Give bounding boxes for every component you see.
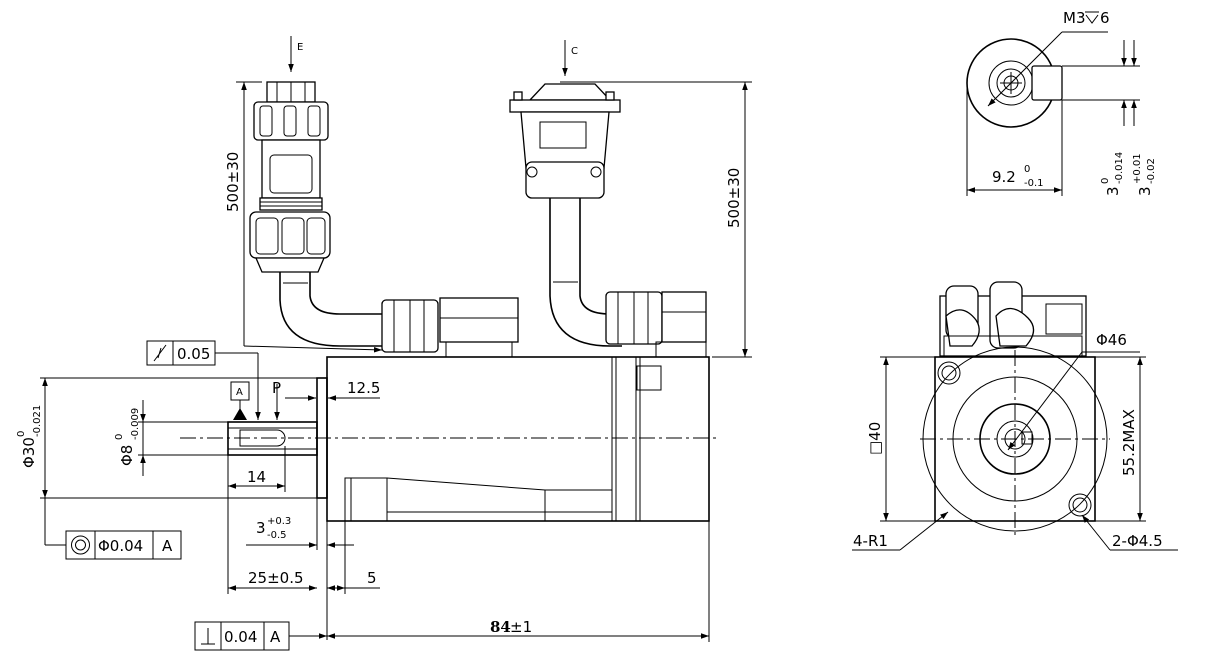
dim-12-5: 12.5: [347, 379, 380, 397]
shaft-diameter: Φ8: [118, 445, 136, 466]
key-h2-tol-up: +0.01: [1132, 153, 1143, 184]
back-connectors: [381, 291, 707, 358]
runout-value: 0.05: [177, 345, 210, 363]
key-width: 9.2: [992, 168, 1016, 186]
dim-3-tol-up: +0.3: [267, 516, 291, 527]
length-84: 84: [490, 618, 511, 636]
connector-c: [509, 83, 622, 347]
spigot-tol-lo: -0.021: [32, 405, 43, 437]
key-width-tol-up: 0: [1024, 164, 1030, 175]
shaft: [180, 421, 720, 456]
spigot-tol-up: 0: [16, 431, 27, 437]
connector-e: [249, 81, 382, 347]
diameter-46: Φ46: [1096, 331, 1127, 349]
view-c-label: C: [571, 46, 578, 57]
concentricity-value: Φ0.04: [98, 537, 143, 555]
datum-a-label: A: [236, 387, 243, 398]
max-55-2: 55.2MAX: [1120, 409, 1138, 476]
concentricity-ref: A: [162, 537, 173, 555]
thread-size: M3: [1063, 9, 1086, 27]
side-labels: E C 500±30 500±30 0.05 A P 12.5 Φ30 0 -0…: [16, 42, 743, 646]
p-label: P: [272, 379, 281, 397]
flange-front-view: [852, 281, 1178, 551]
thread-depth: 6: [1100, 9, 1110, 27]
key-width-tol-lo: -0.1: [1024, 178, 1044, 189]
perpendicularity-ref: A: [270, 628, 281, 646]
perpendicularity-value: 0.04: [224, 628, 257, 646]
key-h1-tol-up: 0: [1100, 178, 1111, 184]
square-40: □40: [866, 422, 884, 455]
shaft-tol-up: 0: [114, 434, 125, 440]
key-h2: 3: [1136, 186, 1154, 196]
dim-3-tol-lo: -0.5: [267, 530, 287, 541]
shaft-end-view: [966, 31, 1140, 196]
key-h1: 3: [1104, 186, 1122, 196]
view-e-label: E: [297, 42, 303, 53]
side-dimensions: [40, 36, 752, 651]
depth-icon: [1085, 11, 1099, 24]
dim-25: 25±0.5: [248, 569, 304, 587]
shaft-end-labels: M3 6 9.2 0 -0.1 3 0 -0.014 3 +0.01 -0.02: [992, 9, 1157, 196]
cable-length-right: 500±30: [725, 168, 743, 228]
mounting-holes: 2-Φ4.5: [1112, 532, 1163, 550]
dim-5: 5: [367, 569, 377, 587]
length-84-tol: ±1: [510, 618, 532, 636]
key-h1-tol-lo: -0.014: [1114, 152, 1125, 184]
corner-radius: 4-R1: [853, 532, 888, 550]
key-length: 14: [247, 468, 266, 486]
key-h2-tol-lo: -0.02: [1146, 158, 1157, 184]
dim-3: 3: [256, 519, 266, 537]
spigot-diameter: Φ30: [20, 437, 38, 468]
cable-length-left: 500±30: [224, 152, 242, 212]
shaft-tol-lo: -0.009: [130, 408, 141, 440]
flange-labels: Φ46 □40 55.2MAX 4-R1 2-Φ4.5: [853, 331, 1163, 550]
